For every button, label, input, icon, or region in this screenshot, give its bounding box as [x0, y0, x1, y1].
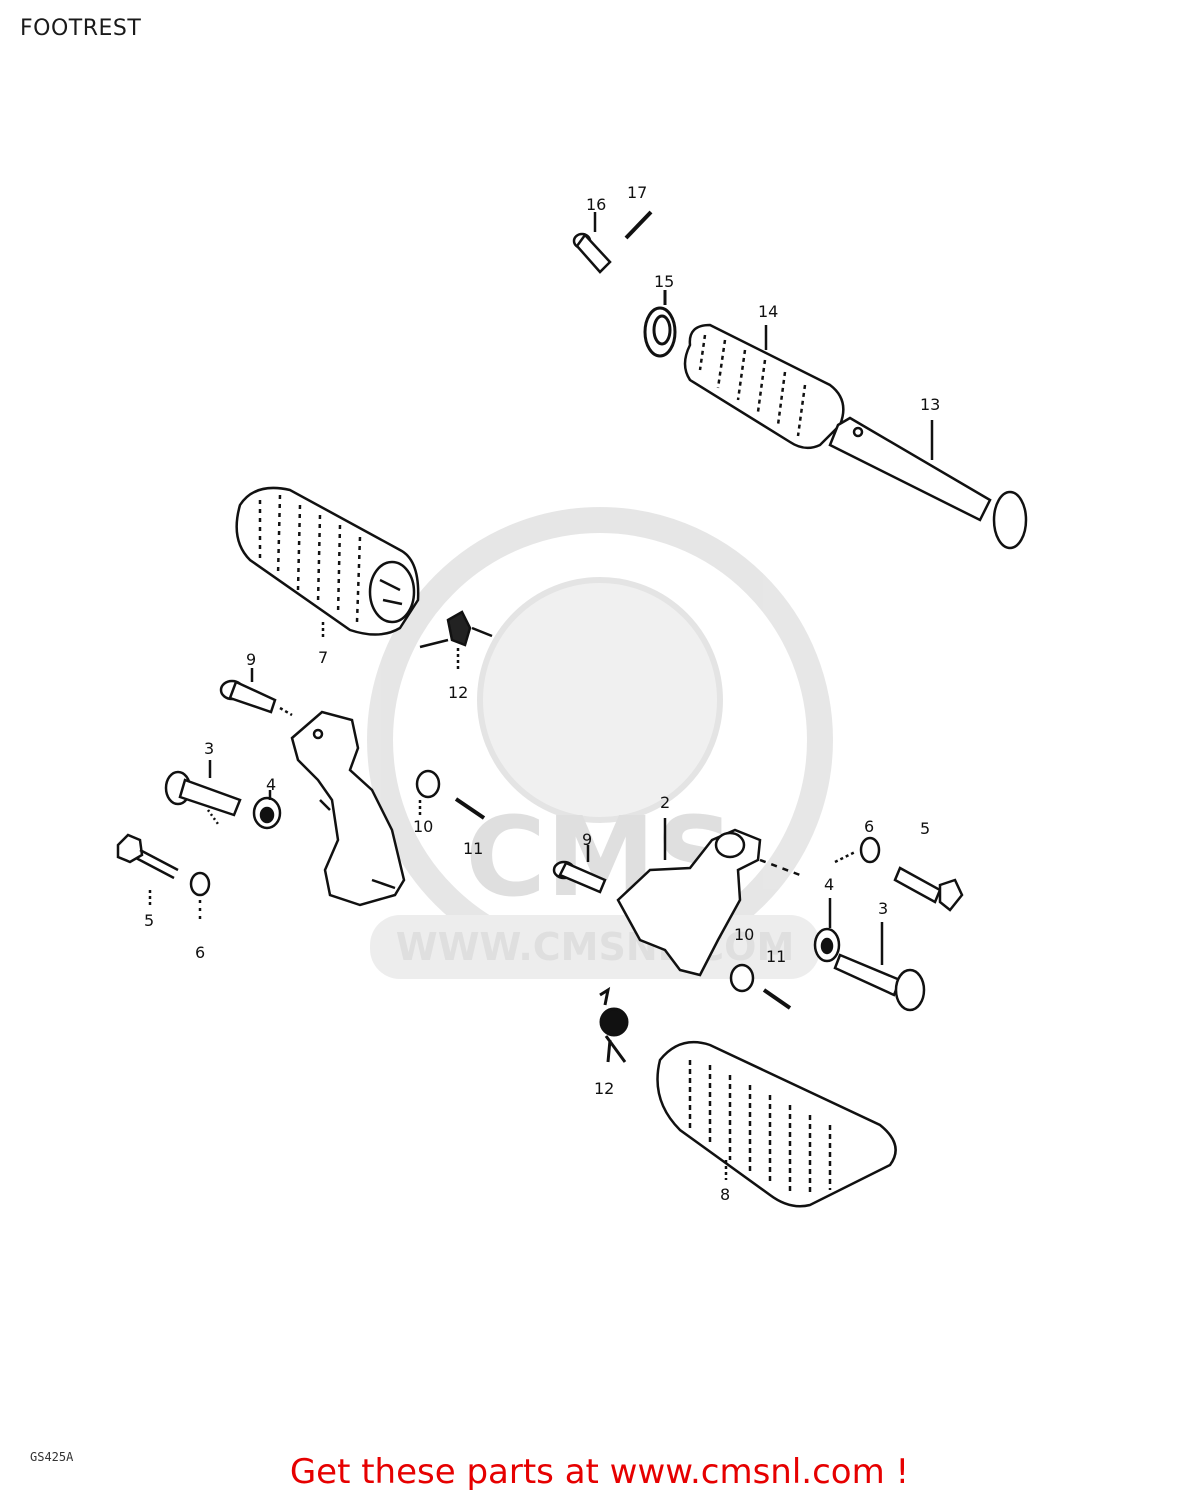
bushing-right — [729, 963, 755, 993]
callout-3-left: 3 — [204, 739, 214, 758]
callout-17: 17 — [627, 183, 647, 202]
footrest-bracket-left — [290, 710, 406, 907]
clevis-pin — [572, 212, 612, 274]
callout-11-left: 11 — [463, 839, 483, 858]
callout-12-top: 12 — [448, 683, 468, 702]
drawing-code: GS425A — [30, 1450, 74, 1464]
footrest-shaft — [828, 416, 1028, 550]
callout-8: 8 — [720, 1185, 730, 1204]
footrest-rubber-right — [656, 1040, 897, 1208]
bolt-left — [164, 760, 242, 825]
clip-top — [419, 610, 493, 670]
nut-right — [834, 836, 881, 864]
callout-10-right: 10 — [734, 925, 754, 944]
bushing-left — [415, 769, 441, 815]
washer-rear — [643, 290, 677, 358]
cotter-pin — [624, 210, 653, 240]
watermark-url-text: WWW.CMSNL.COM — [396, 925, 795, 969]
callout-4-left: 4 — [266, 775, 276, 794]
pin-right — [552, 845, 607, 894]
callout-10-left: 10 — [413, 817, 433, 836]
callout-9-left: 9 — [246, 650, 256, 669]
clip-bottom — [599, 986, 629, 1063]
callout-12-bottom: 12 — [594, 1079, 614, 1098]
bolt-right — [833, 922, 926, 1012]
footer-banner-link[interactable]: Get these parts at www.cmsnl.com ! — [289, 1452, 910, 1492]
callout-2: 2 — [660, 793, 670, 812]
callout-7: 7 — [318, 648, 328, 667]
callout-6-right: 6 — [864, 817, 874, 836]
callout-6-left: 6 — [195, 943, 205, 962]
callout-11-right: 11 — [766, 947, 786, 966]
callout-9-right: 9 — [582, 830, 592, 849]
bolt-lower-left — [116, 833, 179, 905]
spring-pin-left — [454, 797, 486, 820]
callout-15: 15 — [654, 272, 674, 291]
washer-left — [252, 790, 282, 830]
cmsnl-watermark: CMS WWW.CMSNL.COM — [367, 507, 833, 979]
callout-labels: 16 17 15 14 13 7 12 9 3 4 10 11 5 6 2 9 … — [144, 183, 940, 1204]
nut-left — [189, 871, 211, 920]
callout-5-right: 5 — [920, 819, 930, 838]
callout-3-right: 3 — [878, 899, 888, 918]
callout-14: 14 — [758, 302, 778, 321]
spring-pin-right — [762, 988, 792, 1010]
callout-4-right: 4 — [824, 875, 834, 894]
callout-13: 13 — [920, 395, 940, 414]
callout-16: 16 — [586, 195, 606, 214]
bolt-lower-right — [893, 866, 964, 912]
footrest-rubber-left — [235, 486, 420, 640]
page-title: FOOTREST — [20, 16, 142, 41]
pin-left — [219, 668, 293, 717]
rear-footrest-rubber — [683, 323, 845, 450]
callout-5-left: 5 — [144, 911, 154, 930]
footrest-bracket-right — [616, 818, 801, 977]
washer-right — [813, 898, 841, 963]
